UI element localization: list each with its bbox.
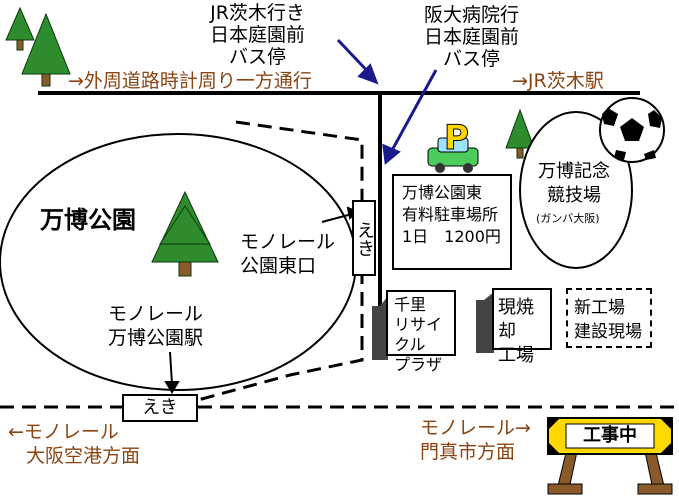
label-line: JR茨木行き [210,2,305,24]
label-line: プラザ [394,355,443,374]
label-line: 公園東口 [240,255,317,277]
label-line: モノレール [108,303,204,325]
label-line: 万博公園東 [402,183,483,202]
parking-lot: 万博公園東 有料駐車場所 1日 1200円 [392,174,512,270]
label-line: 競技場 [547,185,601,206]
jr-ibaraki-label: →JR茨木駅 [512,70,604,92]
new-plant-construction: 新工場 建設現場 [566,288,652,348]
construction-barrier-icon [547,417,673,495]
label-line: 門真市方面 [420,441,516,463]
label-line: 千里 [394,295,427,314]
arrow-icon [336,38,379,85]
label-line: 万博公園駅 [108,327,204,349]
label-line: 建設現場 [574,322,642,342]
expo-station-label: モノレール 万博公園駅 [108,302,203,350]
monorail-branch-top [235,120,364,200]
station-sign-vertical: えき [352,200,376,276]
label-line: 万博記念 [538,161,610,182]
incineration-plant: 現焼却 工場 [492,288,552,366]
to-airport-label: ←モノレール 大阪空港方面 [8,420,140,468]
building-shadow [372,296,388,360]
tree-icon [21,12,71,87]
car-icon [427,137,479,173]
bus-stop-ibaraki-label: JR茨木行き 日本庭園前 バス停 [210,2,305,68]
monorail-branch-bottom [197,270,364,402]
label-line: 日本庭園前 [424,26,520,48]
soccer-ball-icon [599,97,665,163]
label-line: バス停 [229,46,287,68]
label-line: 新工場 [574,298,625,318]
station-sign: えき [122,394,198,422]
label-line: 日本庭園前 [210,24,306,46]
bus-stop-hospital-label: 阪大病院行 日本庭園前 バス停 [424,4,519,70]
building-shadow [476,292,494,353]
arrow-icon [382,69,438,165]
label-line: 有料駐車場所 [402,205,499,224]
stadium-sub-label: (ガンバ大阪) [536,212,600,225]
label-line: 1日 1200円 [402,227,501,246]
label-line: リサイクル [394,315,443,354]
label-line: 阪大病院行 [424,4,520,26]
label-line: モノレール [240,231,336,253]
tree-icon [5,6,35,51]
arrow-icon [164,351,180,394]
stadium-label: 万博記念 競技場 [538,160,610,208]
park-name: 万博公園 [40,206,136,234]
tree-icon [151,190,219,277]
to-kadoma-label: モノレール→ 門真市方面 [420,416,531,464]
tree-icon [505,108,535,159]
east-gate-label: モノレール 公園東口 [240,230,335,278]
parking-sign-icon: P [444,118,470,159]
label-line: ←モノレール [8,421,119,443]
label-line: 工場 [498,345,534,366]
construction-label: 工事中 [583,425,637,446]
label-line: モノレール→ [420,417,531,439]
recycle-plaza: 千里 リサイクル プラザ [386,290,456,374]
one-way-label: →外周道路時計周り一方通行 [68,70,312,92]
label-line: 大阪空港方面 [26,445,141,467]
label-line: 現焼却 [498,297,534,342]
label-line: バス停 [443,48,501,70]
stadium-outline [519,111,633,269]
